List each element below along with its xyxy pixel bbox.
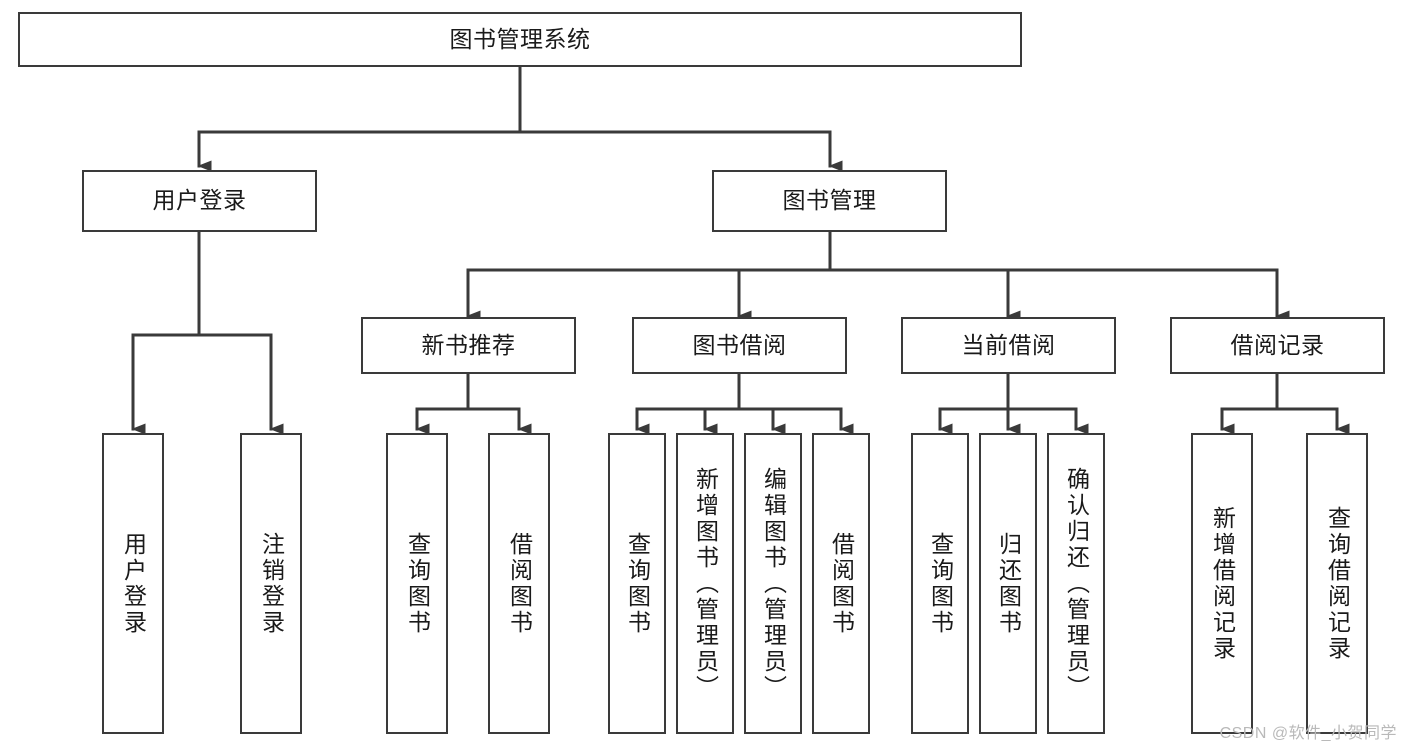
leaf-user-login-logout[interactable]: 注销登录 (240, 433, 302, 734)
leaf-book-borrow-edit-book-admin[interactable]: 编辑图书（管理员） (744, 433, 802, 734)
node-label: 借阅记录 (1230, 331, 1325, 358)
node-current-borrow[interactable]: 当前借阅 (901, 317, 1116, 374)
node-label: 确认归还（管理员） (1063, 466, 1090, 701)
node-label: 新书推荐 (421, 331, 516, 358)
leaf-book-borrow-borrow-book[interactable]: 借阅图书 (812, 433, 870, 734)
node-label: 查询图书 (624, 531, 651, 636)
leaf-current-borrow-return-book[interactable]: 归还图书 (979, 433, 1037, 734)
node-label: 查询借阅记录 (1324, 505, 1351, 662)
leaf-current-borrow-confirm-return-admin[interactable]: 确认归还（管理员） (1047, 433, 1105, 734)
node-label: 注销登录 (258, 531, 285, 636)
node-borrow-record[interactable]: 借阅记录 (1170, 317, 1385, 374)
leaf-current-borrow-query-book[interactable]: 查询图书 (911, 433, 969, 734)
node-label: 用户登录 (152, 187, 247, 214)
node-label: 新增图书（管理员） (692, 466, 719, 701)
node-new-book-recommend[interactable]: 新书推荐 (361, 317, 576, 374)
node-label: 图书借阅 (692, 331, 787, 358)
node-root-book-management-system[interactable]: 图书管理系统 (18, 12, 1022, 67)
node-label: 借阅图书 (506, 531, 533, 636)
leaf-borrow-record-query-record[interactable]: 查询借阅记录 (1306, 433, 1368, 734)
node-label: 图书管理 (782, 187, 877, 214)
leaf-new-book-borrow-book[interactable]: 借阅图书 (488, 433, 550, 734)
node-label: 借阅图书 (828, 531, 855, 636)
node-label: 用户登录 (120, 531, 147, 636)
csdn-watermark: CSDN @软件_小贺同学 (1219, 725, 1397, 742)
node-book-borrow[interactable]: 图书借阅 (632, 317, 847, 374)
node-label: 图书管理系统 (449, 25, 591, 52)
node-label: 新增借阅记录 (1209, 505, 1236, 662)
node-user-login[interactable]: 用户登录 (82, 170, 317, 232)
node-label: 查询图书 (404, 531, 431, 636)
node-book-management[interactable]: 图书管理 (712, 170, 947, 232)
leaf-book-borrow-add-book-admin[interactable]: 新增图书（管理员） (676, 433, 734, 734)
leaf-user-login-login[interactable]: 用户登录 (102, 433, 164, 734)
node-label: 编辑图书（管理员） (760, 466, 787, 701)
node-label: 当前借阅 (961, 331, 1056, 358)
node-label: 归还图书 (995, 531, 1022, 636)
leaf-book-borrow-query-book[interactable]: 查询图书 (608, 433, 666, 734)
leaf-borrow-record-add-record[interactable]: 新增借阅记录 (1191, 433, 1253, 734)
leaf-new-book-query-book[interactable]: 查询图书 (386, 433, 448, 734)
node-label: 查询图书 (927, 531, 954, 636)
